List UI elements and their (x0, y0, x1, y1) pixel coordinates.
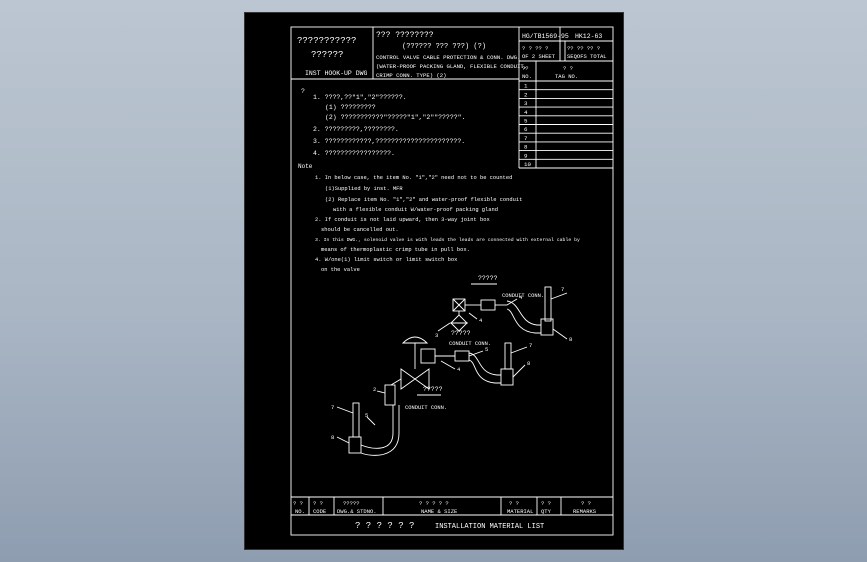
label-conduit-1: CONDUIT CONN. (502, 293, 544, 299)
footer-title: INSTALLATION MATERIAL LIST (435, 523, 544, 531)
ml-name-cn: ? ? ? ? ? (419, 500, 449, 507)
title-mid-cn: ??? ???????? (376, 31, 434, 40)
tag-col-no: NO. (522, 73, 532, 80)
ml-qty-cn: ? ? (541, 500, 551, 507)
note-heading: Note (298, 163, 313, 170)
title-left-cn-2: ?????? (311, 50, 343, 60)
tag-row-number: 9 (524, 152, 528, 159)
tag-col-tag: TAG NO. (555, 73, 578, 80)
note-en-3: 3. In this DWG., solenoid valve is with … (315, 237, 580, 243)
tag-row-number: 5 (524, 118, 528, 125)
tag-row-number: 4 (524, 109, 528, 116)
ml-code: CODE (313, 508, 327, 515)
title-left-cn: ??????????? (297, 36, 356, 46)
tag-row-number: 7 (524, 135, 528, 142)
note-en-4: 4. W/one(1) limit switch or limit switch… (315, 257, 457, 263)
ml-dwg: DWG.& STDNO. (337, 508, 377, 515)
note-cn-4: 4. ?????????????????. (313, 150, 395, 157)
note-cn-2: 2. ?????????,????????. (313, 126, 399, 133)
note-cn-1-1: (1) ????????? (325, 104, 376, 111)
svg-text:4: 4 (457, 366, 461, 373)
label-conduit-2: CONDUIT CONN. (449, 341, 491, 347)
tag-row-number: 6 (524, 126, 528, 133)
label-bottom: ????? (423, 386, 443, 393)
ml-name: NAME & SIZE (421, 508, 458, 515)
svg-text:7: 7 (529, 342, 532, 349)
svg-text:8: 8 (331, 434, 334, 441)
ml-mat-cn: ? ? (509, 500, 519, 507)
tag-row-number: 8 (524, 144, 528, 151)
title-left-en: INST HOOK-UP DWG (305, 70, 368, 77)
notes-cn-marker: ? (301, 88, 305, 95)
ml-rem-cn: ? ? (581, 500, 591, 507)
title-mid-en-1: CONTROL VALVE CABLE PROTECTION & CONN. D… (376, 54, 520, 61)
ml-no-cn: ? ? (293, 500, 303, 507)
label-top: ????? (478, 275, 498, 282)
svg-text:2: 2 (373, 386, 376, 393)
ml-code-cn: ? ? (313, 500, 323, 507)
sheet-cn: ? ? ?? ? (522, 45, 548, 52)
svg-text:? ?: ? ? (563, 65, 573, 72)
ml-rem: REMARKS (573, 508, 597, 515)
note-en-1-1: (1)Supplied by inst. MFR (325, 186, 403, 192)
title-mid-en-3: CRIMP CONN. TYPE) (2) (376, 72, 447, 79)
note-en-1-3: with a flexible conduit W/water-proof pa… (333, 207, 498, 213)
hookup-schematic: ????? CONDUIT CONN. 4 ????? 3 4 7 8 (331, 275, 572, 456)
ml-dwg-cn: ????? (343, 500, 360, 507)
ml-mat: MATERIAL (507, 508, 533, 515)
tag-row-number: 3 (524, 100, 528, 107)
note-en-2-1: should be cancelled out. (321, 227, 399, 233)
svg-text:7: 7 (561, 286, 564, 293)
note-cn-1: 1. ????,??"1","2"??????. (313, 94, 407, 101)
drawing-sheet[interactable]: ??????????? ?????? INST HOOK-UP DWG ??? … (244, 12, 624, 550)
note-en-3-1: means of thermoplastic crimp tube in pul… (321, 247, 470, 253)
drawing-frame (290, 26, 614, 536)
tag-row-number: 10 (524, 161, 531, 168)
svg-text:3: 3 (435, 332, 438, 339)
title-mid-cn-2: (?????? ??? ???) (?) (402, 43, 486, 51)
doc-number: HG/TB1569-95 (522, 33, 569, 40)
hookup-drawing: ??????????? ?????? INST HOOK-UP DWG ??? … (290, 26, 614, 536)
svg-text:4: 4 (479, 317, 483, 324)
title-mid-en-2: (WATER-PROOF PACKING GLAND, FLEXIBLE CON… (376, 63, 527, 70)
svg-text:5: 5 (365, 412, 368, 419)
svg-text:8: 8 (569, 336, 572, 343)
note-cn-3: 3. ????????????,??????????????????????. (313, 138, 465, 145)
footer-cn: ? ? ? ? ? ? (355, 521, 414, 531)
ml-no: NO. (295, 508, 305, 515)
ml-qty: QTY (541, 508, 552, 515)
svg-text:4: 4 (519, 294, 523, 301)
note-en-4-1: on the valve (321, 267, 360, 273)
tag-row-number: 1 (524, 83, 528, 90)
svg-text:??: ?? (522, 65, 529, 72)
svg-text:5: 5 (485, 346, 488, 353)
note-en-1: 1. In below case, the item No. "1","2" n… (315, 175, 512, 181)
svg-text:7: 7 (331, 404, 334, 411)
label-mid: ????? (451, 330, 471, 337)
note-en-1-2: (2) Replace item No. "1","2" and water-p… (325, 197, 522, 203)
svg-text:8: 8 (527, 360, 530, 367)
total-cn: ?? ?? ?? ? (567, 45, 600, 52)
total-en: SEQOFS TOTAL (567, 53, 607, 60)
doc-code: HK12-63 (575, 33, 602, 40)
label-conduit-3: CONDUIT CONN. (405, 405, 447, 411)
note-cn-1-2: (2) ???????????"?????"1","2""?????". (325, 114, 465, 121)
tag-row-number: 2 (524, 91, 528, 98)
sheet-en: OF 2 SHEET (522, 53, 556, 60)
note-en-2: 2. If conduit is not laid upward, then 3… (315, 217, 490, 223)
